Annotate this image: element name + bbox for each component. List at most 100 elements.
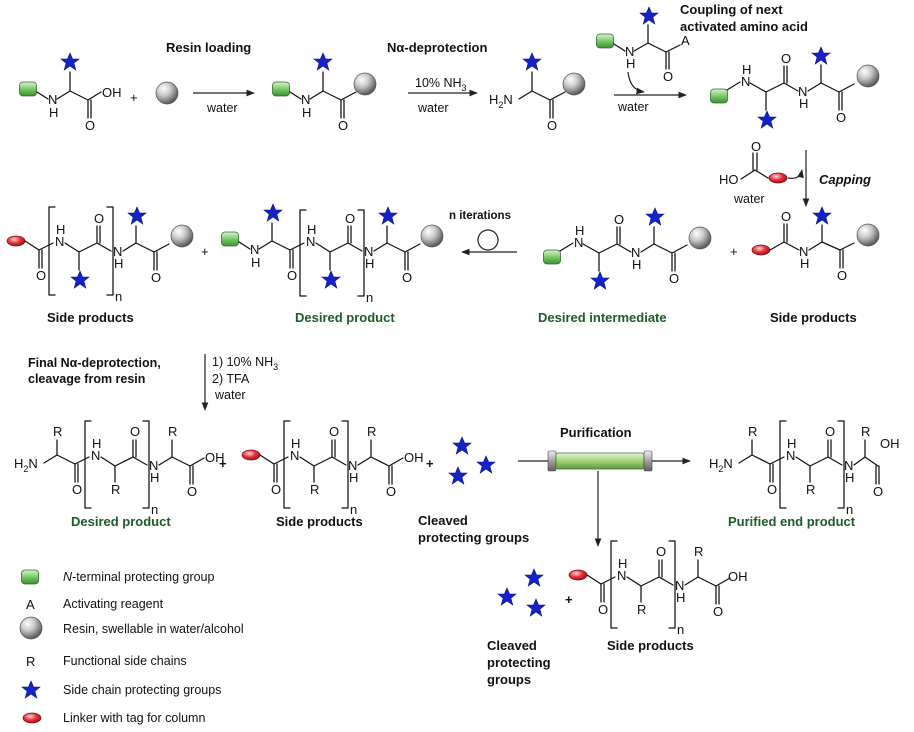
svg-text:N: N	[364, 244, 373, 259]
svg-text:O: O	[72, 482, 82, 497]
svg-text:water: water	[417, 101, 449, 115]
svg-text:O: O	[151, 270, 161, 285]
svg-text:groups: groups	[487, 672, 531, 687]
svg-text:A: A	[681, 33, 690, 48]
svg-text:n: n	[151, 502, 158, 517]
svg-text:H: H	[632, 257, 641, 272]
svg-text:H: H	[291, 436, 300, 451]
svg-text:H: H	[365, 256, 374, 271]
svg-text:H: H	[787, 436, 796, 451]
removed-side-product: O N H R O n N H R O OH	[568, 540, 748, 637]
svg-text:Cleaved: Cleaved	[487, 638, 537, 653]
svg-text:N: N	[250, 242, 259, 257]
svg-text:n iterations: n iterations	[449, 210, 511, 222]
svg-text:O: O	[781, 51, 791, 66]
svg-text:n: n	[846, 502, 853, 517]
svg-text:O: O	[825, 424, 835, 439]
svg-text:O: O	[402, 270, 412, 285]
svg-text:N: N	[301, 92, 310, 107]
svg-text:Side chain protecting groups: Side chain protecting groups	[63, 683, 221, 697]
svg-text:O: O	[614, 212, 624, 227]
svg-text:OH: OH	[880, 436, 900, 451]
svg-text:O: O	[345, 211, 355, 226]
svg-text:protecting groups: protecting groups	[418, 530, 529, 545]
desired-intermediate: N H O N H O	[543, 207, 712, 290]
svg-text:R: R	[26, 654, 35, 669]
svg-text:O: O	[837, 268, 847, 283]
svg-text:N: N	[55, 234, 64, 249]
svg-text:O: O	[94, 211, 104, 226]
free-amine-resin: H2N O	[489, 52, 586, 133]
svg-text:water: water	[206, 101, 238, 115]
svg-text:Side products: Side products	[770, 310, 857, 325]
svg-text:Purification: Purification	[560, 425, 632, 440]
svg-text:R: R	[168, 424, 177, 439]
purified-end-product: H2N R O N H R O n N H R O OH	[709, 420, 900, 517]
activated-amino-acid: N H O A	[596, 6, 690, 84]
svg-text:O: O	[598, 602, 608, 617]
svg-text:H: H	[676, 590, 685, 605]
svg-text:O: O	[656, 544, 666, 559]
svg-text:R: R	[694, 544, 703, 559]
svg-text:O: O	[713, 604, 723, 619]
svg-text:n: n	[677, 622, 684, 637]
svg-text:O: O	[130, 424, 140, 439]
svg-text:H2N: H2N	[489, 92, 513, 110]
svg-text:R: R	[367, 424, 376, 439]
svg-text:Coupling of next: Coupling of next	[680, 2, 783, 17]
svg-text:H: H	[92, 436, 101, 451]
dipeptide-resin: N H O N H O	[710, 46, 880, 129]
svg-text:O: O	[386, 484, 396, 499]
svg-text:Cleaved: Cleaved	[418, 513, 468, 528]
side-product-resin: O N H O n N H O	[6, 206, 194, 304]
svg-text:cleavage from resin: cleavage from resin	[28, 372, 145, 386]
svg-text:H: H	[114, 256, 123, 271]
svg-text:N: N	[574, 235, 583, 250]
svg-text:R: R	[637, 602, 646, 617]
svg-text:H: H	[251, 255, 260, 270]
desired-product-resin: N H O N H O n N H O	[221, 203, 444, 305]
svg-text:O: O	[836, 110, 846, 125]
loaded-resin: N H O	[272, 52, 377, 133]
svg-text:HO: HO	[719, 172, 739, 187]
svg-text:OH: OH	[102, 85, 122, 100]
svg-text:water: water	[733, 192, 765, 206]
svg-text:O: O	[338, 118, 348, 133]
free-desired-product: H2N R O N H R O n N H R O OH	[14, 420, 225, 517]
svg-text:1) 10% NH3: 1) 10% NH3	[212, 355, 278, 372]
svg-text:Resin, swellable in water/alco: Resin, swellable in water/alcohol	[63, 622, 244, 636]
svg-text:Activating reagent: Activating reagent	[63, 597, 164, 611]
legend-n-terminal: N-terminal protecting group	[21, 569, 215, 585]
svg-text:O: O	[663, 69, 673, 84]
svg-text:O: O	[271, 482, 281, 497]
svg-text:O: O	[781, 209, 791, 224]
purification-column	[547, 450, 653, 472]
svg-text:n: n	[350, 502, 357, 517]
svg-text:OH: OH	[404, 450, 424, 465]
svg-text:activated amino acid: activated amino acid	[680, 19, 808, 34]
svg-text:Side products: Side products	[276, 514, 363, 529]
capped-side-product: O N H O	[751, 206, 880, 283]
start-amino-acid: N H O OH	[19, 52, 122, 133]
svg-text:protecting: protecting	[487, 655, 551, 670]
svg-text:N: N	[149, 458, 158, 473]
svg-text:H: H	[845, 470, 854, 485]
svg-text:H: H	[302, 105, 311, 120]
svg-text:R: R	[111, 482, 120, 497]
capping-reagent: HO O	[719, 139, 788, 187]
svg-text:H: H	[800, 256, 809, 271]
svg-text:N: N	[48, 92, 57, 107]
svg-text:+: +	[201, 244, 209, 259]
svg-text:A: A	[26, 597, 35, 612]
svg-text:N: N	[91, 448, 100, 463]
svg-text:R: R	[748, 424, 757, 439]
svg-text:O: O	[85, 118, 95, 133]
legend-linker: Linker with tag for column	[22, 711, 205, 725]
svg-text:N: N	[799, 244, 808, 259]
svg-text:Side products: Side products	[47, 310, 134, 325]
svg-text:H2N: H2N	[709, 456, 733, 474]
svg-text:n: n	[115, 289, 122, 304]
svg-text:n: n	[366, 290, 373, 305]
svg-text:+: +	[426, 456, 434, 471]
